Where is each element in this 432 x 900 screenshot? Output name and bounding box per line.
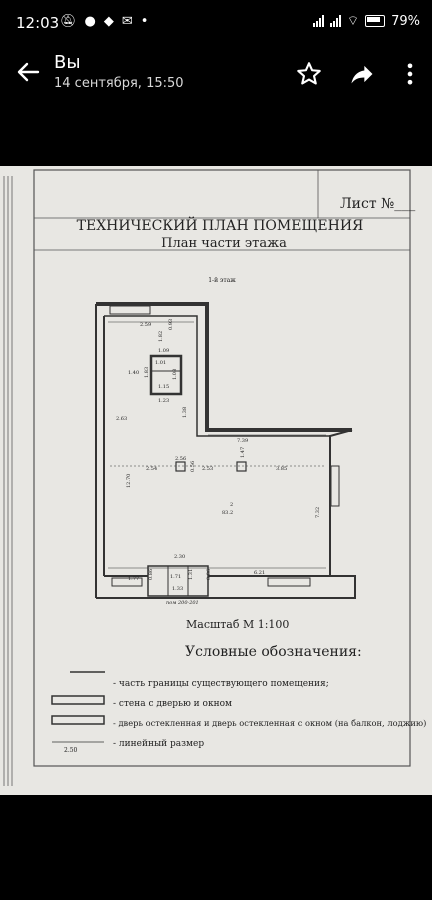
room-reference: пом 200-201 bbox=[166, 600, 199, 606]
legend: - часть границы существующего помещения;… bbox=[51, 671, 426, 754]
notification-icons: 🔕︎ ● ◆ ✉︎ • bbox=[60, 14, 148, 29]
dim-label: 2.30 bbox=[174, 554, 185, 560]
dim-label: 1.82 bbox=[158, 331, 164, 342]
dim-label: 0.93 bbox=[168, 319, 174, 330]
dim-label: 1.09 bbox=[158, 348, 169, 354]
status-time: 12:03 bbox=[16, 14, 60, 32]
more-dot-icon: • bbox=[140, 14, 149, 29]
share-icon[interactable] bbox=[348, 60, 376, 88]
legend-title: Условные обозначения: bbox=[185, 644, 362, 660]
floor-label: 1-й этаж bbox=[208, 277, 236, 284]
dim-label: 1.47 bbox=[240, 447, 246, 458]
dim-label: 1.08 bbox=[172, 369, 178, 380]
legend-item: - линейный размер bbox=[113, 739, 204, 749]
bell-off-icon: 🔕︎ bbox=[60, 14, 77, 29]
chat-bubble-icon: ● bbox=[84, 14, 96, 29]
image-view[interactable]: Лист №___ ТЕХНИЧЕСКИЙ ПЛАН ПОМЕЩЕНИЯ Пла… bbox=[0, 166, 432, 795]
dim-label: 2.56 bbox=[175, 456, 186, 462]
signal-icon-2 bbox=[329, 15, 341, 27]
legend-item: - стена с дверью и окном bbox=[113, 699, 232, 709]
dim-label: 1.23 bbox=[158, 398, 169, 404]
floor-plan-document: Лист №___ ТЕХНИЧЕСКИЙ ПЛАН ПОМЕЩЕНИЯ Пла… bbox=[3, 169, 426, 786]
dim-label: 2.54 bbox=[146, 466, 157, 472]
binding-spiral bbox=[3, 176, 13, 786]
battery-icon bbox=[365, 15, 386, 27]
dim-label: 2.63 bbox=[116, 416, 127, 422]
status-bar: 12:03 🔕︎ ● ◆ ✉︎ • ⌔ 79% bbox=[0, 0, 432, 44]
dim-label: 1.15 bbox=[158, 384, 169, 390]
doc-subtitle: План части этажа bbox=[161, 236, 287, 251]
dim-label: 1.77 bbox=[128, 576, 139, 582]
sheet-label: Лист №___ bbox=[340, 196, 415, 212]
dim-label: 2.59 bbox=[140, 322, 151, 328]
room-number: 2 bbox=[230, 502, 233, 508]
dim-label: 0.56 bbox=[190, 461, 196, 472]
dim-label: 12.70 bbox=[126, 474, 132, 488]
legend-item: - часть границы существующего помещения; bbox=[113, 679, 329, 689]
battery-percent: 79% bbox=[391, 13, 420, 29]
more-vert-icon[interactable] bbox=[396, 60, 424, 88]
dim-label: 2.53 bbox=[202, 466, 213, 472]
dim-label: 1.38 bbox=[182, 407, 188, 418]
mail-icon: ✉︎ bbox=[121, 14, 133, 29]
dim-label: 1.71 bbox=[170, 574, 181, 580]
dim-label: 1.40 bbox=[128, 370, 139, 376]
dim-label: 0.86 bbox=[148, 569, 154, 580]
dim-label: 1.33 bbox=[172, 586, 183, 592]
wifi-icon: ⌔ bbox=[346, 14, 360, 29]
star-icon[interactable] bbox=[295, 60, 323, 88]
doc-title: ТЕХНИЧЕСКИЙ ПЛАН ПОМЕЩЕНИЯ bbox=[77, 215, 364, 234]
page-border bbox=[33, 169, 411, 767]
dim-label: 7.32 bbox=[315, 507, 321, 518]
dim-label: 1.83 bbox=[144, 367, 150, 378]
dim-label: 7.39 bbox=[237, 438, 248, 444]
signal-icon bbox=[312, 15, 324, 27]
dim-label: 6.21 bbox=[254, 570, 265, 576]
sender-name: Вы bbox=[54, 52, 81, 73]
sent-date: 14 сентября, 15:50 bbox=[54, 76, 184, 91]
floor-plan bbox=[95, 302, 356, 599]
messenger-icon: ◆ bbox=[103, 14, 114, 29]
back-arrow-icon[interactable] bbox=[12, 56, 44, 88]
legend-door-symbol bbox=[51, 715, 105, 725]
dim-label: 0.86 bbox=[206, 569, 212, 580]
system-icons: ⌔ 79% bbox=[312, 13, 420, 29]
scale-label: Масштаб М 1:100 bbox=[186, 618, 289, 631]
legend-item: - дверь остекленная и дверь остекленная … bbox=[113, 718, 426, 728]
legend-wall-symbol bbox=[51, 695, 105, 705]
app-bar: Вы 14 сентября, 15:50 bbox=[0, 44, 432, 106]
dimension-labels: 2.59 0.93 1.82 1.09 1.40 1.83 1.01 1.15 … bbox=[116, 319, 321, 606]
dim-label: 1.01 bbox=[155, 360, 166, 366]
legend-dim-value: 2.50 bbox=[64, 747, 78, 754]
dim-label: 3.85 bbox=[276, 466, 287, 472]
dim-label: 1.31 bbox=[188, 569, 194, 580]
room-area: 83.2 bbox=[222, 510, 233, 516]
